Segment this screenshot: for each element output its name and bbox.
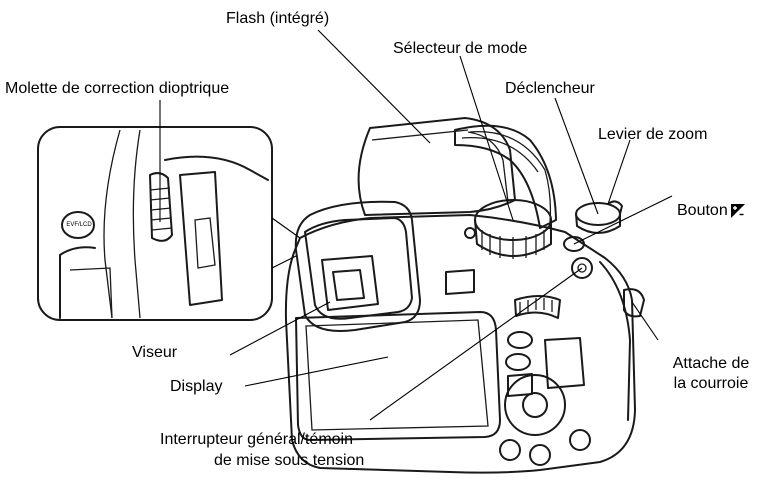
four-way-pad xyxy=(504,374,566,436)
display-label: Display xyxy=(170,378,223,395)
power-label-line1: Interrupteur général/témoin xyxy=(160,431,353,448)
viewfinder-window xyxy=(321,255,379,311)
zoom-lever-label: Levier de zoom xyxy=(598,126,708,143)
rear-dial xyxy=(514,295,561,319)
eyecup xyxy=(294,200,421,332)
camera-body xyxy=(284,214,636,474)
flash-housing xyxy=(357,117,516,216)
exposure-compensation-icon xyxy=(731,204,745,218)
flash-label: Flash (intégré) xyxy=(226,10,330,27)
diopter-label: Molette de correction dioptrique xyxy=(5,80,230,97)
power-switch xyxy=(571,257,593,279)
viewfinder-label: Viseur xyxy=(132,344,178,361)
lcd-screen xyxy=(295,311,501,441)
power-label-line2: de mise sous tension xyxy=(214,452,365,469)
strap-lug xyxy=(623,288,645,318)
evf-lcd-button xyxy=(61,211,95,239)
zoom-lever xyxy=(607,200,623,215)
mode-dial-label: Sélecteur de mode xyxy=(393,40,528,57)
evf-button-text: EVF/LCD xyxy=(66,222,92,228)
strap-label-line1: Attache de xyxy=(672,355,750,372)
strap-label-line2: la courroie xyxy=(673,375,749,392)
diopter-inset xyxy=(37,126,273,321)
lens-barrel xyxy=(454,124,557,229)
shutter-label: Déclencheur xyxy=(505,80,595,97)
exposure-button-label: Bouton xyxy=(677,202,728,219)
